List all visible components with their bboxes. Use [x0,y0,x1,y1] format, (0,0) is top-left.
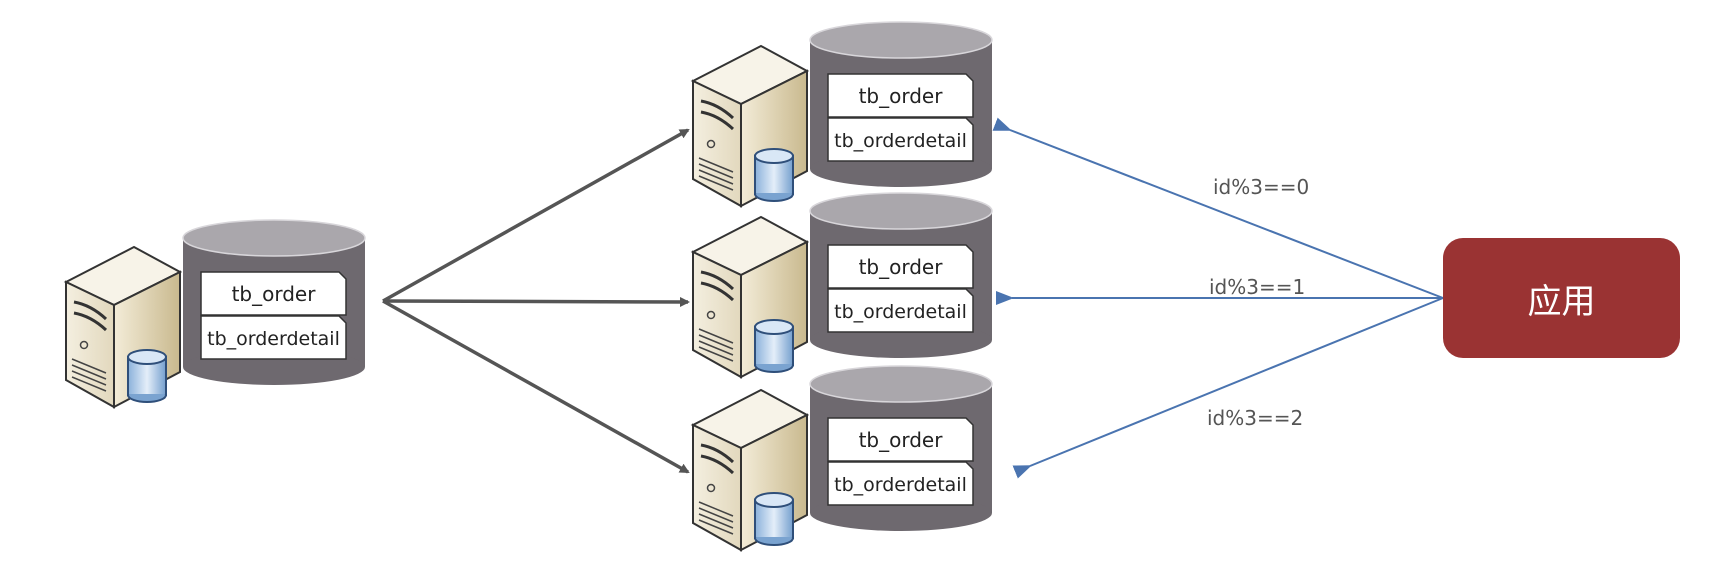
route-arrow-0 [992,117,1444,299]
arrow-to-shard-0 [382,128,690,303]
route-arrow-2 [1012,297,1444,479]
table-tb-orderdetail: tb_orderdetail [827,288,974,333]
table-name: tb_order [232,282,317,306]
source-db-node: tb_order tb_orderdetail [63,219,366,409]
shard-db-node-0: tb_order tb_orderdetail [690,21,993,208]
table-name: tb_orderdetail [834,474,967,496]
table-name: tb_order [859,428,944,452]
table-name: tb_order [859,84,944,108]
arrow-to-shard-2 [382,299,690,474]
table-tb-orderdetail: tb_orderdetail [827,117,974,162]
application-node[interactable]: 应用 [1443,238,1680,358]
mini-database-icon [754,492,794,546]
table-name: tb_order [859,255,944,279]
arrow-to-shard-1 [382,296,690,307]
application-label: 应用 [1527,281,1596,322]
table-tb-order: tb_order [200,271,347,316]
table-tb-order: tb_order [827,417,974,462]
mini-database-icon [127,349,167,403]
replication-arrows [382,128,690,474]
table-name: tb_orderdetail [834,130,967,152]
routing-arrows [992,117,1444,479]
table-tb-orderdetail: tb_orderdetail [827,461,974,506]
table-tb-order: tb_order [827,73,974,118]
route-condition-1: id%3==1 [1209,275,1305,299]
shard-db-node-2: tb_order tb_orderdetail [690,365,993,552]
table-name: tb_orderdetail [834,301,967,323]
route-condition-2: id%3==2 [1207,406,1303,430]
mini-database-icon [754,148,794,202]
table-tb-orderdetail: tb_orderdetail [200,315,347,360]
shard-db-node-1: tb_order tb_orderdetail [690,192,993,379]
table-tb-order: tb_order [827,244,974,289]
route-condition-0: id%3==0 [1213,175,1309,199]
table-name: tb_orderdetail [207,328,340,350]
mini-database-icon [754,319,794,373]
